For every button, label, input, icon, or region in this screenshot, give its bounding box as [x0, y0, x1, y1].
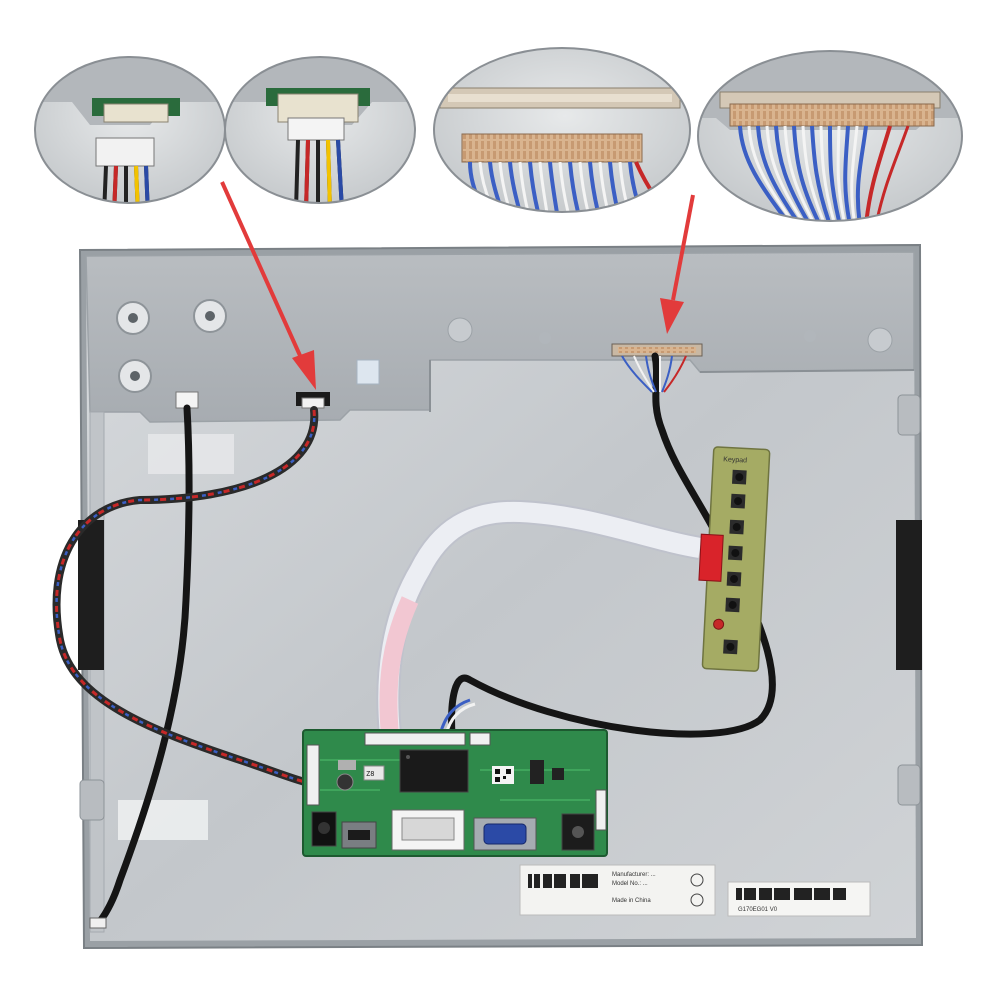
- qr-sticker: [492, 766, 514, 784]
- backlight-cable-1: [93, 404, 193, 929]
- keypad-button-4: [728, 545, 743, 561]
- keypad-button-2: [730, 493, 746, 509]
- tape-lower: [118, 800, 208, 840]
- lvds-wire-fanout: [621, 355, 687, 393]
- lcd-panel-back: [78, 243, 924, 950]
- keypad-board: Keypad: [698, 446, 771, 672]
- controller-model-text: Model No.: ...: [612, 881, 648, 887]
- scaler-chip: [399, 749, 469, 793]
- side-tab-left: [78, 520, 104, 670]
- audio-jack: [561, 813, 595, 851]
- screw-3: [118, 359, 152, 393]
- keypad-button-6: [725, 597, 741, 613]
- lvds-connector-closeup-1: [433, 47, 691, 213]
- pcb-mark-text: Z8: [366, 770, 374, 778]
- barcode-1: [528, 874, 598, 888]
- backlight-connector-lower: [296, 392, 330, 409]
- panel-mfg-text: Made in China: [612, 898, 651, 904]
- keypad-red-connector: [698, 533, 724, 582]
- keypad-button-7: [723, 639, 738, 655]
- keypad-button-3: [729, 519, 745, 535]
- vga-port: [473, 817, 537, 851]
- arrow-to-lvds-connector: [660, 194, 695, 334]
- hdmi-port: [341, 821, 377, 849]
- controller-mfg-text: Manufacturer: ...: [612, 872, 656, 878]
- controller-board: Z8: [302, 729, 608, 857]
- lvds-cable-upper: [448, 352, 776, 739]
- backlight-connector-closeup-1: [34, 56, 226, 204]
- power-jack: [311, 811, 337, 847]
- lvds-header: [364, 732, 466, 746]
- lvds-connector-closeup-2: [697, 50, 963, 222]
- screw-2: [193, 299, 227, 333]
- keypad-button-1: [731, 469, 747, 485]
- keypad-button-5: [726, 571, 742, 587]
- panel-label-center: Manufacturer: ... Model No.: ... Made in…: [519, 864, 716, 916]
- arrow-to-backlight-connector: [220, 181, 316, 390]
- keypad-label-text: Keypad: [723, 456, 747, 464]
- dvi-port: [391, 809, 465, 851]
- panel-sticker-text: G170EG01 V0: [738, 907, 778, 913]
- side-tab-right: [896, 520, 922, 670]
- screw-1: [116, 301, 150, 335]
- backlight-connector-closeup-2: [224, 56, 416, 204]
- panel-label-right: G170EG01 V0: [727, 881, 871, 917]
